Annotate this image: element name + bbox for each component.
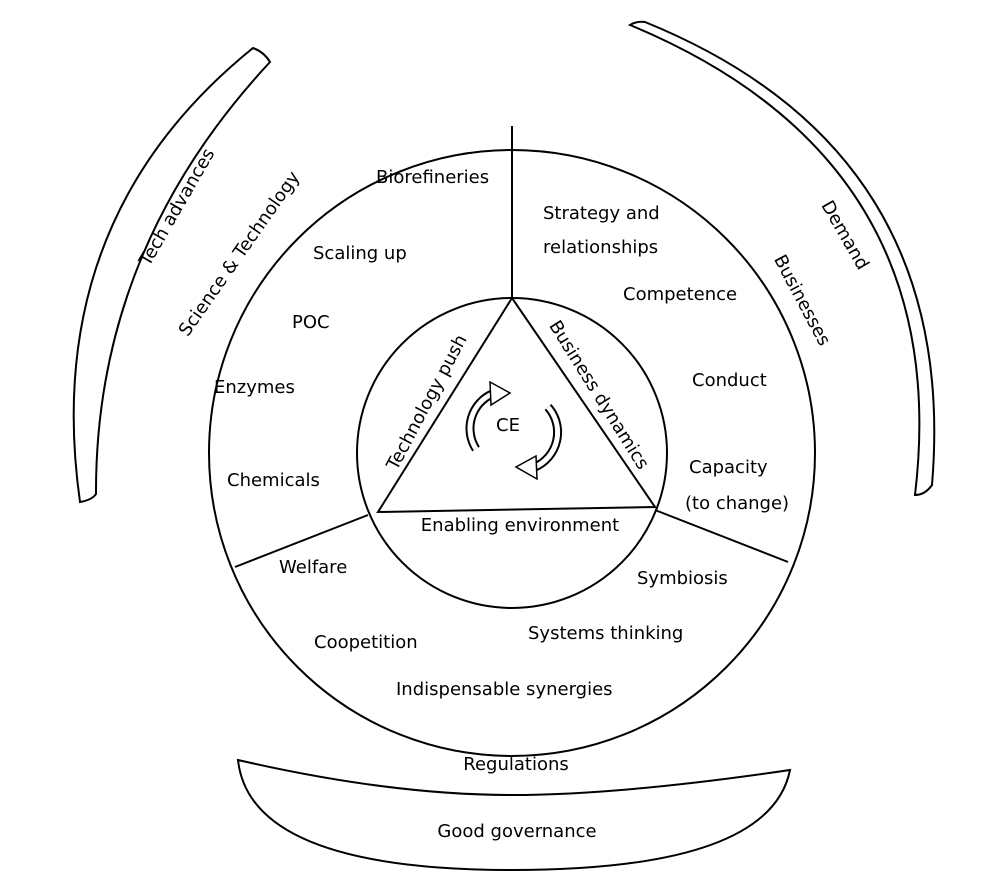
item-poc: POC <box>292 312 330 333</box>
sector-title-businesses: Businesses <box>769 251 834 349</box>
band-label-regulations: Regulations <box>463 754 569 775</box>
item-biorefineries: Biorefineries <box>376 167 489 188</box>
bottom-outer-band <box>236 758 792 872</box>
item-coopetition: Coopetition <box>314 632 418 653</box>
item-capacity-line1: Capacity <box>689 457 768 478</box>
right-outer-band <box>627 20 936 497</box>
enabling-environment-label: Enabling environment <box>421 515 619 536</box>
item-strategy-line2: relationships <box>543 237 658 258</box>
center-label: CE <box>496 415 520 436</box>
cycle-arrows-icon <box>465 380 563 481</box>
item-capacity-line2: (to change) <box>685 493 789 514</box>
divider-left <box>234 514 369 568</box>
item-indispensable-synergies: Indispensable synergies <box>396 679 613 700</box>
item-competence: Competence <box>623 284 737 305</box>
item-conduct: Conduct <box>692 370 767 391</box>
item-enzymes: Enzymes <box>214 377 295 398</box>
item-symbiosis: Symbiosis <box>637 568 728 589</box>
item-systems-thinking: Systems thinking <box>528 623 683 644</box>
item-welfare: Welfare <box>279 557 347 578</box>
divider-right <box>654 509 789 563</box>
item-chemicals: Chemicals <box>227 470 320 491</box>
technology-push-label: Technology push <box>382 331 472 474</box>
center-triangle <box>376 296 657 514</box>
band-label-good-governance: Good governance <box>437 821 596 842</box>
item-strategy-line1: Strategy and <box>543 203 660 224</box>
business-dynamics-label: Business dynamics <box>544 317 653 474</box>
left-outer-band <box>72 46 272 504</box>
item-scaling-up: Scaling up <box>313 243 407 264</box>
